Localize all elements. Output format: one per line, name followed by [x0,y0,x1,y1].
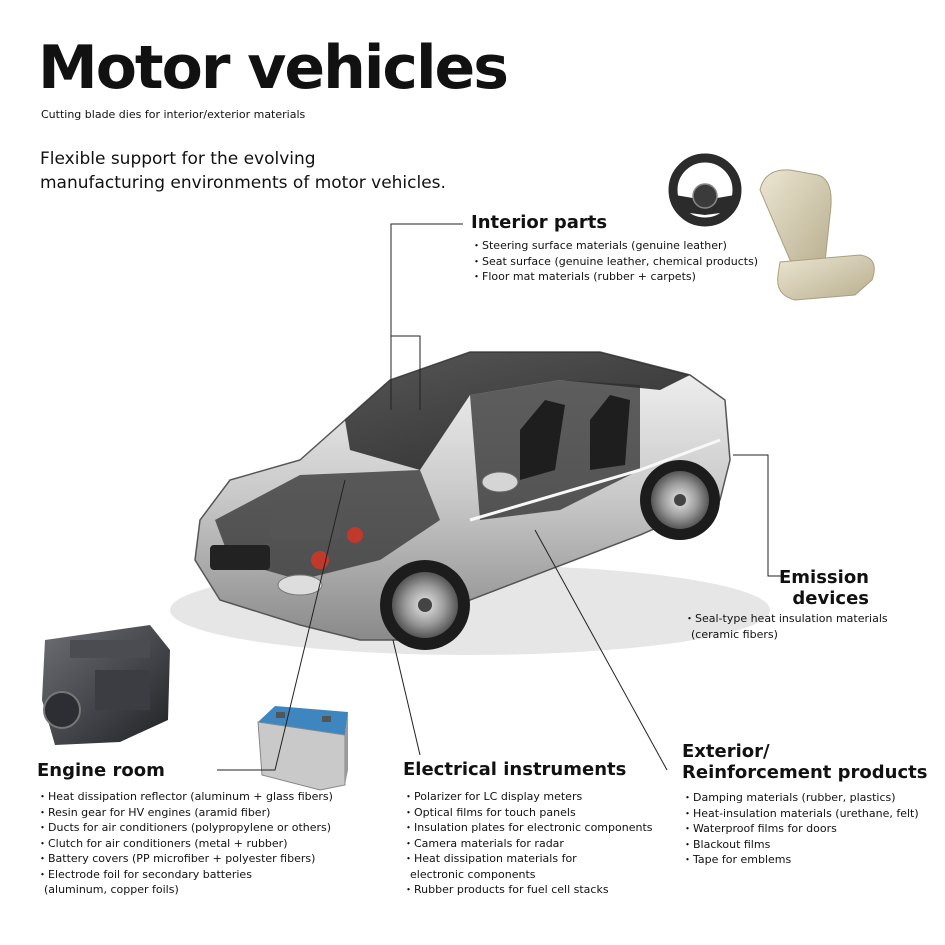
leader-line-electrical [392,639,421,756]
intro-line: manufacturing environments of motor vehi… [40,173,446,193]
list-item: ・Ducts for air conditioners (polypropyle… [37,821,332,834]
section-items: ・Polarizer for LC display meters ・Optica… [403,789,653,898]
engine-illustration [42,625,170,745]
list-item: ・Battery covers (PP microfiber + polyest… [37,852,316,865]
list-item: ・Insulation plates for electronic compon… [403,821,653,834]
list-item: ・Blackout films [682,837,771,851]
section-heading: Engine room [37,760,165,781]
section-heading: Interior parts [471,212,608,233]
list-item: ・Polarizer for LC display meters [403,790,583,803]
steering-wheel-illustration [668,153,742,227]
list-item: ・Heat-insulation materials (urethane, fe… [682,806,919,820]
list-item: ・Camera materials for radar [403,836,564,850]
leader-line-interior-branch [391,335,421,410]
intro-text: Flexible support for the evolving manufa… [40,147,460,195]
list-item: ・Seat surface (genuine leather, chemical… [471,254,759,268]
section-items: ・Steering surface materials (genuine lea… [471,238,758,285]
list-item: ・Seal-type heat insulation materials [684,612,888,625]
section-interior-parts: Interior parts ・Steering surface materia… [471,212,758,285]
section-electrical-instruments: Electrical instruments ・Polarizer for LC… [403,759,653,898]
list-item: ・Heat dissipation materials for [403,852,577,865]
section-heading: Exterior/ Reinforcement products [682,741,927,783]
section-items: ・Heat dissipation reflector (aluminum + … [37,789,333,898]
list-item: ・Waterproof films for doors [682,822,837,835]
list-item: ・Floor mat materials (rubber + carpets) [471,270,696,283]
battery-illustration [257,706,348,791]
leader-lines [217,223,783,771]
section-emission-devices: Emission devices ・Seal-type heat insulat… [684,567,894,642]
list-item: (ceramic fibers) [684,627,778,641]
list-item: ・Clutch for air conditioners (metal + ru… [37,836,288,850]
leader-line-interior [390,223,463,410]
list-item: ・Steering surface materials (genuine lea… [471,239,727,252]
list-item: ・Rubber products for fuel cell stacks [403,883,609,896]
list-item: ・Electrode foil for secondary batteries [37,867,252,881]
list-item: ・Damping materials (rubber, plastics) [682,791,896,804]
section-heading-line: devices [792,588,869,609]
leader-line-emission [733,454,783,577]
section-heading: Electrical instruments [403,759,627,780]
intro-line: Flexible support for the evolving [40,149,316,169]
car-cutaway-illustration [170,351,770,655]
leader-line-exterior [534,529,668,771]
car-seat-illustration [759,169,875,301]
section-exterior-reinforcement: Exterior/ Reinforcement products ・Dampin… [682,741,927,868]
section-heading: Emission devices [684,567,894,609]
list-item: electronic components [403,867,536,881]
section-engine-room: Engine room ・Heat dissipation reflector … [37,760,333,898]
section-heading-line: Exterior/ [682,741,770,762]
section-items: ・Damping materials (rubber, plastics) ・H… [682,790,927,868]
page-title: Motor vehicles [38,33,509,103]
page-subtitle: Cutting blade dies for interior/exterior… [41,108,306,121]
list-item: ・Resin gear for HV engines (aramid fiber… [37,805,271,819]
list-item: ・Heat dissipation reflector (aluminum + … [37,790,333,803]
section-items: ・Seal-type heat insulation materials (ce… [684,611,894,642]
section-heading-line: Reinforcement products [682,762,928,783]
list-item: ・Optical films for touch panels [403,805,576,819]
section-heading-line: Emission [779,567,869,588]
leader-line-engine [217,479,346,771]
list-item: (aluminum, copper foils) [37,883,179,896]
list-item: ・Tape for emblems [682,853,792,866]
